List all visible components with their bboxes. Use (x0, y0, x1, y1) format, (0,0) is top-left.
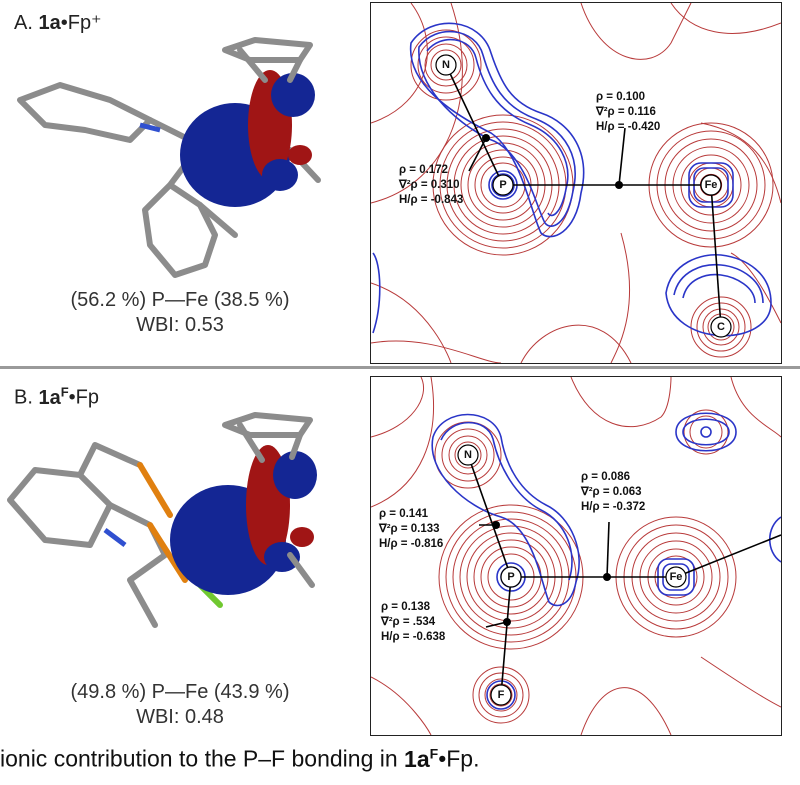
panel-b-wbi: WBI: 0.48 (136, 706, 224, 728)
panel-a-orbital-image (17, 37, 321, 278)
panel-b-atom-f: F (498, 689, 505, 701)
panel-divider (0, 366, 800, 369)
footer-compound: 1aF (404, 745, 439, 772)
panel-b-pf-rho: ρ = 0.138 (381, 601, 431, 613)
panel-a-pn-lap: ∇²ρ = 0.310 (398, 179, 460, 191)
panel-b-orbital-image (7, 412, 317, 628)
panel-b-pf-h: H/ρ = -0.638 (381, 631, 446, 643)
panel-b-compound: 1aF (38, 384, 69, 409)
panel-b-contour-map: N P Fe F ρ = 0.141 ∇²ρ = 0.133 H/ρ = -0.… (370, 376, 782, 736)
panel-b-pfe-h: H/ρ = -0.372 (581, 501, 645, 513)
panel-b-contour-svg: N P Fe F ρ = 0.141 ∇²ρ = 0.133 H/ρ = -0.… (371, 377, 781, 735)
panel-b-pn-lap: ∇²ρ = 0.133 (378, 523, 440, 535)
panel-a-contour-map: N P Fe C ρ = 0.172 ∇²ρ = 0.310 H/ρ = -0.… (370, 2, 782, 364)
panel-b-polarization: (49.8 %) P—Fe (43.9 %) (70, 681, 290, 703)
panel-b-pfe-rho: ρ = 0.086 (581, 471, 630, 483)
panel-a-pfe-h: H/ρ = -0.420 (596, 121, 660, 133)
panel-a-label: A. 1a•Fp⁺ (14, 12, 102, 34)
panel-a-atom-fe: Fe (705, 179, 718, 191)
panel-b-pn-rho: ρ = 0.141 (379, 508, 429, 520)
panel-a-atom-p: P (499, 179, 506, 191)
figure-caption-fragment: ionic contribution to the P–F bonding in… (0, 745, 480, 772)
panel-a-atom-n: N (442, 59, 450, 71)
panel-a-pn-rho: ρ = 0.172 (399, 164, 448, 176)
panel-a-pfe-lap: ∇²ρ = 0.116 (595, 106, 656, 118)
panel-a-compound: 1a (38, 12, 61, 34)
panel-b-label: B. 1aF•Fp (14, 384, 100, 409)
panel-a-contour-svg: N P Fe C ρ = 0.172 ∇²ρ = 0.310 H/ρ = -0.… (371, 3, 781, 363)
panel-b-atom-n: N (464, 449, 472, 461)
panel-b-pfe-lap: ∇²ρ = 0.063 (580, 486, 642, 498)
panel-a-atom-c: C (717, 321, 725, 333)
panel-b-pn-h: H/ρ = -0.816 (379, 538, 443, 550)
panel-a-pn-h: H/ρ = -0.843 (399, 194, 463, 206)
panel-b-atom-p: P (507, 571, 514, 583)
panel-b-atom-fe: Fe (670, 571, 683, 583)
panel-a-pfe-rho: ρ = 0.100 (596, 91, 645, 103)
panel-a-wbi: WBI: 0.53 (136, 314, 224, 336)
panel-b-pf-lap: ∇²ρ = .534 (380, 616, 436, 628)
panel-a-polarization: (56.2 %) P—Fe (38.5 %) (70, 289, 290, 311)
